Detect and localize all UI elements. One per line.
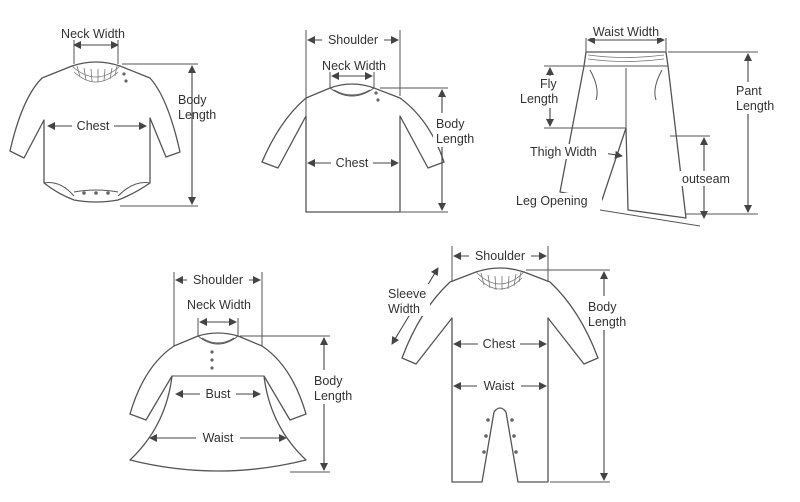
shirt-illustration bbox=[261, 83, 445, 213]
onesie-neck-width-label: Neck Width bbox=[61, 27, 125, 41]
dress-shoulder-label: Shoulder bbox=[193, 273, 243, 287]
pants-fly-length-label-line2: Length bbox=[520, 92, 558, 106]
dress-waist-label: Waist bbox=[203, 431, 234, 445]
pants-illustration bbox=[559, 51, 687, 219]
onesie-body-length-label-line2: Length bbox=[178, 108, 216, 122]
shirt-shoulder-label: Shoulder bbox=[328, 33, 378, 47]
onesie-body-length-label-line1: Body bbox=[178, 93, 207, 107]
dress-bust-label: Bust bbox=[205, 387, 231, 401]
romper-sleeve-width-label-line1: Sleeve bbox=[388, 287, 426, 301]
romper-illustration bbox=[401, 267, 599, 483]
romper-body-length-label-line1: Body bbox=[588, 300, 617, 314]
dress-neck-width-label: Neck Width bbox=[187, 298, 251, 312]
dress-body-length-label-line1: Body bbox=[314, 374, 343, 388]
romper-waist-label: Waist bbox=[484, 379, 515, 393]
shirt-body-length-label-line1: Body bbox=[436, 117, 465, 131]
romper-chest-label: Chest bbox=[483, 337, 516, 351]
romper-body-length-label-line2: Length bbox=[588, 315, 626, 329]
shirt-body-length-label-line2: Length bbox=[436, 132, 474, 146]
romper-sleeve-width-label-line2: Width bbox=[388, 302, 420, 316]
pants-leg-opening-label: Leg Opening bbox=[516, 194, 588, 208]
onesie-chest-label: Chest bbox=[77, 119, 110, 133]
pants-fly-length-label-line1: Fly bbox=[540, 77, 557, 91]
shirt-neck-width-label: Neck Width bbox=[322, 59, 386, 73]
dress-body-length-label-line2: Length bbox=[314, 389, 352, 403]
pants-thigh-width-label: Thigh Width bbox=[530, 145, 597, 159]
romper-shoulder-label: Shoulder bbox=[475, 249, 525, 263]
pants-pant-length-label-line1: Pant bbox=[736, 84, 762, 98]
pants-waist-width-label: Waist Width bbox=[593, 25, 659, 39]
pants-pant-length-label-line2: Length bbox=[736, 99, 774, 113]
shirt-chest-label: Chest bbox=[336, 156, 369, 170]
pants-outseam-label: outseam bbox=[682, 172, 730, 186]
